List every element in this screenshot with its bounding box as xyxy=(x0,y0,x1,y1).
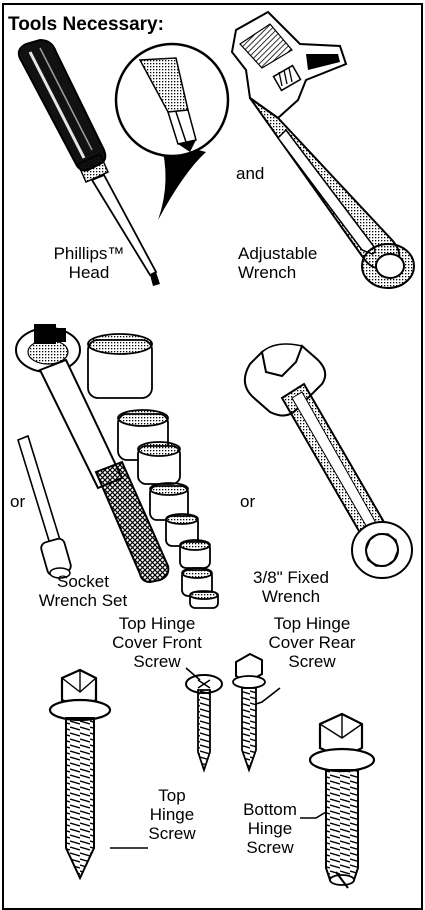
top-front-screw-label-line2: Cover Front xyxy=(112,633,202,652)
fixed-wrench-label-line2: Wrench xyxy=(261,587,321,606)
top-hinge-cover-front-screw-label: Top Hinge Cover Front Screw xyxy=(102,614,212,671)
phillips-label: Phillips™ Head xyxy=(34,244,144,282)
adjustable-wrench-label: Adjustable Wrench xyxy=(238,244,317,282)
phillips-tip-magnifier-icon xyxy=(114,42,230,220)
page-title: Tools Necessary: xyxy=(8,14,164,35)
or-connector-right-label: or xyxy=(240,492,256,511)
socket-wrench-set-label: Socket Wrench Set xyxy=(8,572,158,610)
bottom-hinge-screw-label-line1: Bottom xyxy=(243,800,297,819)
bottom-hinge-screw-label-line3: Screw xyxy=(246,838,294,857)
top-rear-screw-label-line2: Cover Rear xyxy=(268,633,356,652)
bottom-hinge-screw-label-line2: Hinge xyxy=(247,819,293,838)
bottom-hinge-screw-label: Bottom Hinge Screw xyxy=(230,800,310,857)
top-hinge-screw-label-line2: Hinge xyxy=(149,805,195,824)
top-hinge-screw-label: Top Hinge Screw xyxy=(132,786,212,843)
top-hinge-screw-label-line3: Screw xyxy=(148,824,196,843)
adjustable-wrench-label-line2: Wrench xyxy=(238,263,297,282)
or-connector-left-label: or xyxy=(10,492,26,511)
socket-wrench-set-icon xyxy=(15,324,219,609)
phillips-screwdriver-icon xyxy=(17,38,160,286)
phillips-label-line1: Phillips™ xyxy=(53,244,125,263)
and-connector-label: and xyxy=(236,164,265,183)
socket-wrench-set-label-line1: Socket xyxy=(57,572,109,591)
socket-wrench-set-label-line2: Wrench Set xyxy=(38,591,128,610)
top-hinge-screw-label-line1: Top xyxy=(158,786,186,805)
fixed-wrench-label: 3/8" Fixed Wrench xyxy=(236,568,346,606)
top-hinge-cover-rear-screw-label: Top Hinge Cover Rear Screw xyxy=(262,614,362,671)
fixed-wrench-icon xyxy=(243,343,413,579)
fixed-wrench-label-line1: 3/8" Fixed xyxy=(253,568,329,587)
top-rear-screw-label-line3: Screw xyxy=(288,652,336,671)
adjustable-wrench-icon xyxy=(230,10,415,289)
leader-lines xyxy=(110,667,327,849)
phillips-label-line2: Head xyxy=(68,263,110,282)
top-hinge-cover-rear-screw-icon xyxy=(232,652,266,773)
frame-border xyxy=(2,3,423,910)
top-hinge-cover-front-screw-icon xyxy=(185,674,223,773)
adjustable-wrench-label-line1: Adjustable xyxy=(238,244,318,263)
top-hinge-screw-icon xyxy=(48,668,112,881)
top-rear-screw-label-line1: Top Hinge xyxy=(273,614,351,633)
top-front-screw-label-line3: Screw xyxy=(133,652,181,671)
bottom-hinge-screw-icon xyxy=(308,712,376,889)
top-front-screw-label-line1: Top Hinge xyxy=(118,614,196,633)
